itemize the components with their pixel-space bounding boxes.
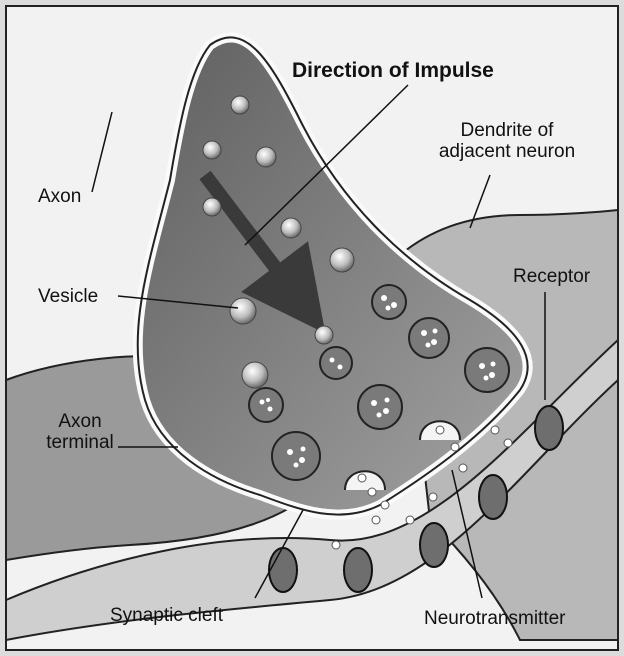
label-neurotransmitter: Neurotransmitter [424,608,566,629]
label-dendrite: Dendrite of adjacent neuron [432,120,582,162]
label-synaptic-cleft: Synaptic cleft [110,605,223,626]
label-dendrite-line2: adjacent neuron [432,141,582,162]
label-axon: Axon [38,186,81,207]
label-vesicle: Vesicle [38,286,98,307]
label-axon-terminal-line1: Axon [38,411,122,432]
label-axon-terminal: Axon terminal [38,411,122,453]
label-axon-terminal-line2: terminal [38,432,122,453]
diagram-title: Direction of Impulse [292,60,494,81]
label-dendrite-line1: Dendrite of [432,120,582,141]
label-receptor: Receptor [513,266,590,287]
